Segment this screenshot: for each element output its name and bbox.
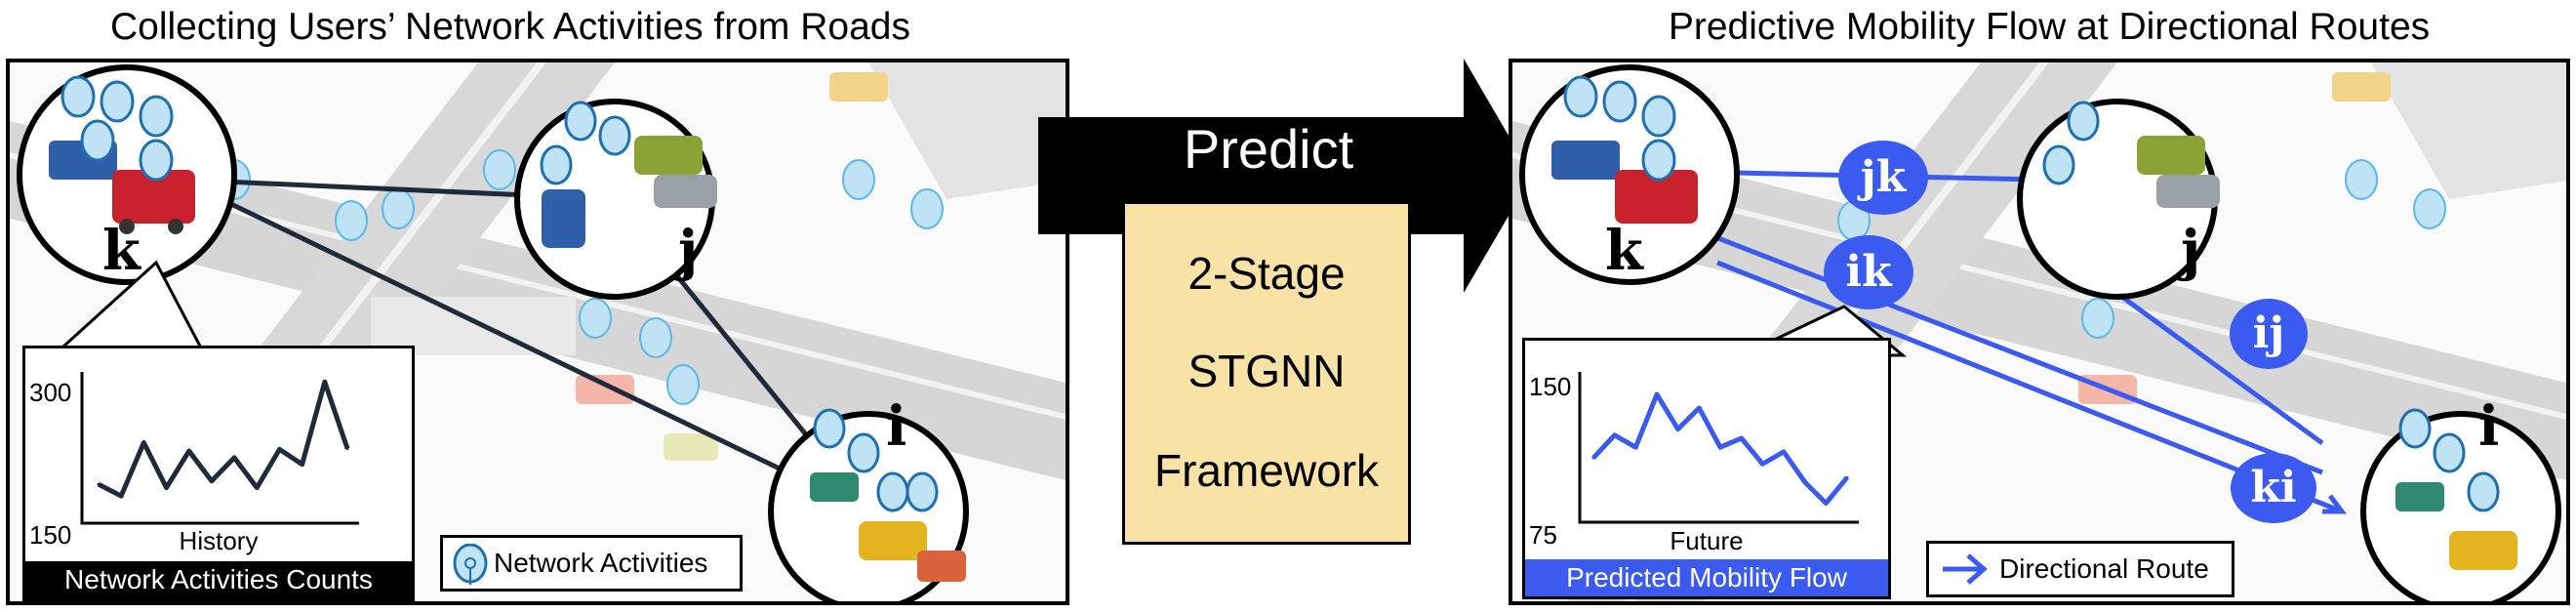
route-ij-label: ij	[2252, 308, 2285, 358]
node-j-label-left: j	[678, 219, 699, 283]
future-inset: 150 75 Future Predicted Mobility Flow	[1522, 338, 1891, 599]
future-axes	[1578, 372, 1859, 524]
history-chart	[80, 372, 359, 525]
future-point	[1782, 450, 1786, 454]
left-road-scene	[10, 62, 1066, 601]
history-caption: Network Activities Counts	[25, 561, 412, 598]
node-i-label-right: i	[2478, 394, 2500, 459]
framework-line-1: 2-Stage	[1187, 248, 1346, 299]
history-axes	[80, 372, 359, 525]
future-point	[1760, 462, 1764, 466]
future-xlabel: Future	[1670, 526, 1744, 555]
route-ki-label: ki	[2250, 463, 2297, 512]
history-series-line	[97, 379, 350, 499]
future-point	[1591, 456, 1595, 460]
node-j-left	[514, 99, 717, 300]
left-title: Collecting Users’ Network Activities fro…	[110, 6, 910, 48]
node-i-left	[768, 408, 969, 601]
framework-line-3: Framework	[1153, 445, 1380, 496]
future-point	[1676, 428, 1680, 431]
history-point	[345, 447, 349, 450]
history-inset: 300 150 History Network Activities Count…	[22, 346, 415, 601]
right-title: Predictive Mobility Flow at Directional …	[1668, 6, 2431, 48]
right-panel: jk ik ij ki k j i 150 75 Future Predicte…	[1509, 59, 2570, 605]
history-ytick-bottom: 150	[29, 520, 72, 550]
right-road-scene	[1512, 62, 2566, 601]
right-legend: Directional Route	[1926, 541, 2234, 597]
route-ij-bubble	[2230, 299, 2308, 369]
route-jk-bubble	[1838, 141, 1928, 215]
node-k-left	[17, 64, 237, 285]
node-j-right	[2017, 99, 2220, 300]
future-ytick-bottom: 75	[1529, 520, 1557, 550]
directional-route-icon	[1943, 553, 1988, 585]
future-point	[1655, 392, 1659, 396]
history-ytick-top: 300	[29, 378, 72, 407]
history-point	[187, 449, 191, 453]
future-point	[1633, 445, 1637, 449]
history-point	[277, 447, 281, 451]
future-chart	[1578, 372, 1859, 524]
node-i-right	[2360, 408, 2561, 601]
future-ytick-top: 150	[1529, 372, 1572, 401]
predict-label: Predict	[1183, 118, 1354, 180]
future-point	[1697, 406, 1701, 410]
route-ik-label: ik	[1845, 247, 1892, 297]
node-j-label-right: j	[2181, 219, 2201, 283]
history-point	[232, 456, 236, 460]
future-point	[1803, 480, 1807, 484]
framework-box: 2-Stage STGNN Framework	[1122, 201, 1411, 545]
history-xlabel: History	[179, 526, 259, 555]
right-legend-label: Directional Route	[1999, 553, 2209, 584]
future-point	[1613, 433, 1617, 437]
history-point	[165, 486, 169, 490]
node-i-label-left: i	[886, 394, 907, 459]
future-caption: Predicted Mobility Flow	[1525, 559, 1888, 596]
left-panel: k j i 300 150 History Network Activities…	[6, 59, 1069, 605]
route-jk-label: jk	[1860, 152, 1907, 202]
history-point	[141, 441, 145, 445]
history-point	[210, 479, 214, 483]
history-point	[323, 380, 327, 384]
history-point	[255, 486, 259, 490]
history-point	[97, 482, 101, 486]
future-point	[1824, 502, 1828, 506]
history-point	[301, 463, 304, 467]
route-ik-bubble	[1824, 235, 1913, 309]
history-point	[119, 494, 123, 498]
framework-line-2: STGNN	[1187, 346, 1346, 396]
future-point	[1740, 436, 1744, 440]
node-k-right	[1519, 64, 1740, 285]
left-legend: Network Activities	[440, 535, 743, 592]
network-activity-icon	[453, 544, 488, 585]
route-ki-bubble	[2231, 453, 2316, 523]
future-point	[1718, 445, 1722, 449]
left-legend-label: Network Activities	[494, 548, 708, 578]
node-k-label-left: k	[102, 219, 141, 283]
future-point	[1845, 475, 1849, 479]
future-series-line	[1591, 391, 1849, 507]
node-k-label-right: k	[1605, 219, 1643, 283]
